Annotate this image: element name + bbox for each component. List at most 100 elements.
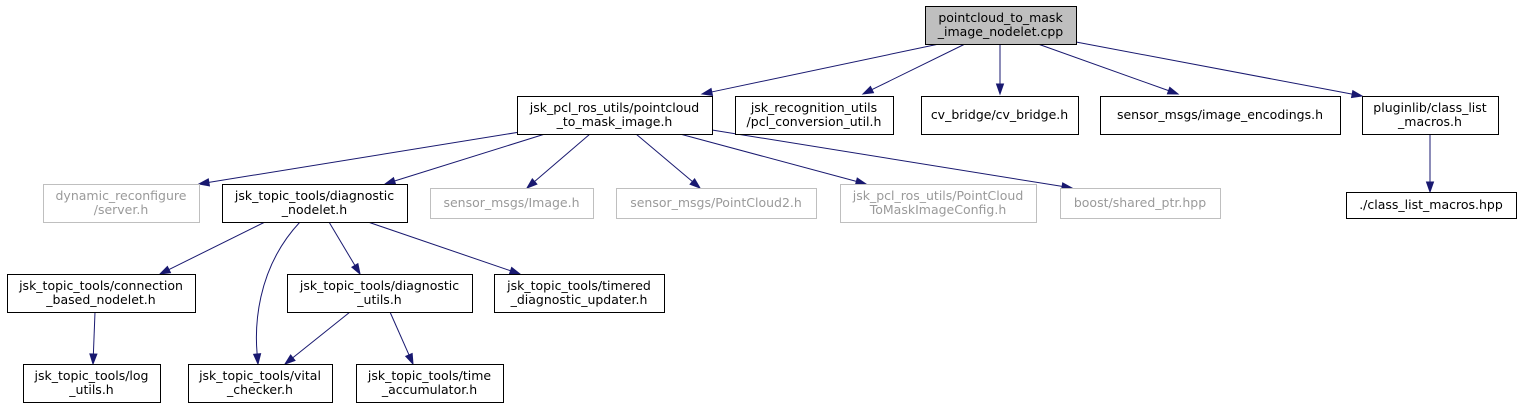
edge-line xyxy=(255,221,301,355)
edge-line xyxy=(635,133,693,182)
node-box xyxy=(921,96,1079,135)
node-label-line: /pcl_conversion_util.h xyxy=(747,114,882,129)
edge-line xyxy=(711,43,940,93)
arrowhead-icon xyxy=(854,177,868,186)
edge-root-to-pcl_conv xyxy=(861,43,966,95)
node-conn-nodelet[interactable]: jsk_topic_tools/connection_based_nodelet… xyxy=(7,274,196,313)
node-class-list[interactable]: pluginlib/class_list_macros.h xyxy=(1362,96,1499,135)
arrowhead-icon xyxy=(351,262,361,276)
node-timered[interactable]: jsk_topic_tools/timered_diagnostic_updat… xyxy=(494,274,665,313)
edge-line xyxy=(394,133,546,182)
node-label-line: jsk_topic_tools/diagnostic xyxy=(234,188,394,203)
edge-root-to-img_enc xyxy=(1037,43,1180,95)
node-box xyxy=(188,364,333,403)
node-vital[interactable]: jsk_topic_tools/vital_checker.h xyxy=(188,364,333,403)
edge-line xyxy=(168,221,266,271)
edge-line xyxy=(534,133,591,182)
node-label-line: jsk_topic_tools/vital xyxy=(198,368,321,383)
node-shared-ptr[interactable]: boost/shared_ptr.hpp xyxy=(1060,188,1221,219)
edge-line xyxy=(367,221,511,272)
node-diag-nodelet[interactable]: jsk_topic_tools/diagnostic_nodelet.h xyxy=(222,184,408,223)
edge-line xyxy=(679,133,857,182)
node-log-utils[interactable]: jsk_topic_tools/log_utils.h xyxy=(23,364,161,403)
node-box xyxy=(356,364,504,403)
node-pcl2-h[interactable]: sensor_msgs/PointCloud2.h xyxy=(616,188,817,219)
node-label-line: pointcloud_to_mask xyxy=(938,10,1063,25)
node-label-line: sensor_msgs/PointCloud2.h xyxy=(630,195,802,210)
node-label-line: _diagnostic_updater.h xyxy=(510,292,648,307)
nodes-layer: pointcloud_to_mask_image_nodelet.cpp jsk_… xyxy=(7,6,1517,403)
node-pcl-conv[interactable]: jsk_recognition_utils/pcl_conversion_uti… xyxy=(735,96,894,135)
edge-diag_nodelet-to-timered xyxy=(367,221,522,275)
edge-class_list-to-class_list_hpp xyxy=(1425,134,1435,194)
node-label-line: cv_bridge/cv_bridge.h xyxy=(931,107,1068,122)
node-box xyxy=(1346,192,1517,219)
arrowhead-icon xyxy=(1350,89,1364,99)
edge-diag_utils-to-vital xyxy=(283,311,351,365)
node-box xyxy=(287,274,473,313)
node-label-line: _utils.h xyxy=(68,382,113,397)
node-label-line: _checker.h xyxy=(226,382,293,397)
arrowhead-icon xyxy=(283,354,296,365)
arrowhead-icon xyxy=(158,265,172,275)
edge-line xyxy=(711,129,1063,187)
node-box xyxy=(840,184,1037,223)
node-cv-bridge[interactable]: cv_bridge/cv_bridge.h xyxy=(921,96,1079,135)
arrowhead-icon xyxy=(89,353,98,366)
arrowhead-icon xyxy=(995,83,1005,96)
node-box xyxy=(430,188,594,219)
node-box xyxy=(7,274,196,313)
node-label-line: pluginlib/class_list xyxy=(1373,100,1486,115)
node-label-line: jsk_topic_tools/diagnostic xyxy=(299,278,459,293)
edge-diag_nodelet-to-vital xyxy=(252,221,301,366)
node-box xyxy=(494,274,665,313)
edge-line xyxy=(1075,41,1353,95)
node-label-line: jsk_pcl_ros_utils/pointcloud xyxy=(529,100,700,115)
node-label-line: sensor_msgs/Image.h xyxy=(443,195,579,210)
edge-diag_nodelet-to-conn_nodelet xyxy=(158,221,266,275)
node-label-line: _image_nodelet.cpp xyxy=(937,24,1063,39)
node-img-enc[interactable]: sensor_msgs/image_encodings.h xyxy=(1100,96,1341,135)
node-diag-utils[interactable]: jsk_topic_tools/diagnostic_utils.h xyxy=(287,274,473,313)
edge-line xyxy=(92,311,96,355)
arrowhead-icon xyxy=(252,353,262,366)
node-box xyxy=(616,188,817,219)
edge-root-to-cv_bridge xyxy=(995,44,1005,96)
node-label-line: jsk_topic_tools/connection xyxy=(18,278,183,293)
arrowhead-icon xyxy=(197,178,211,187)
edge-line xyxy=(389,311,410,356)
edge-conn_nodelet-to-log_utils xyxy=(89,311,98,366)
node-config-h[interactable]: jsk_pcl_ros_utils/PointCloudToMaskImageC… xyxy=(840,184,1037,223)
edge-pc2mask_h-to-shared_ptr xyxy=(711,129,1074,191)
node-label-line: ./class_list_macros.hpp xyxy=(1359,197,1503,212)
arrowhead-icon xyxy=(861,85,875,95)
node-box xyxy=(1060,188,1221,219)
node-label-line: jsk_pcl_ros_utils/PointCloud xyxy=(852,188,1024,203)
node-pc2mask-h[interactable]: jsk_pcl_ros_utils/pointcloud_to_mask_ima… xyxy=(517,96,713,135)
node-label-line: sensor_msgs/image_encodings.h xyxy=(1117,107,1323,122)
edge-pc2mask_h-to-diag_nodelet xyxy=(383,133,546,185)
node-box xyxy=(925,6,1077,45)
node-class-list-hpp[interactable]: ./class_list_macros.hpp xyxy=(1346,192,1517,219)
node-box xyxy=(222,184,408,223)
node-time-acc[interactable]: jsk_topic_tools/time_accumulator.h xyxy=(356,364,504,403)
edge-pc2mask_h-to-config_h xyxy=(679,133,868,186)
node-box xyxy=(1100,96,1341,135)
edge-line xyxy=(328,221,356,266)
node-dyn-reconf[interactable]: dynamic_reconfigure/server.h xyxy=(43,184,200,223)
edge-diag_utils-to-time_acc xyxy=(389,311,414,366)
edge-line xyxy=(292,311,351,359)
edge-line xyxy=(208,131,521,183)
node-label-line: _accumulator.h xyxy=(381,382,477,397)
node-root[interactable]: pointcloud_to_mask_image_nodelet.cpp xyxy=(925,6,1077,45)
node-image-h[interactable]: sensor_msgs/Image.h xyxy=(430,188,594,219)
node-label-line: _utils.h xyxy=(356,292,401,307)
edge-diag_nodelet-to-diag_utils xyxy=(328,221,361,276)
edge-line xyxy=(1037,43,1169,92)
arrowhead-icon xyxy=(689,178,702,189)
edge-pc2mask_h-to-image_h xyxy=(525,133,591,189)
node-box xyxy=(43,184,200,223)
node-box xyxy=(517,96,713,135)
edge-root-to-pc2mask_h xyxy=(700,43,940,96)
